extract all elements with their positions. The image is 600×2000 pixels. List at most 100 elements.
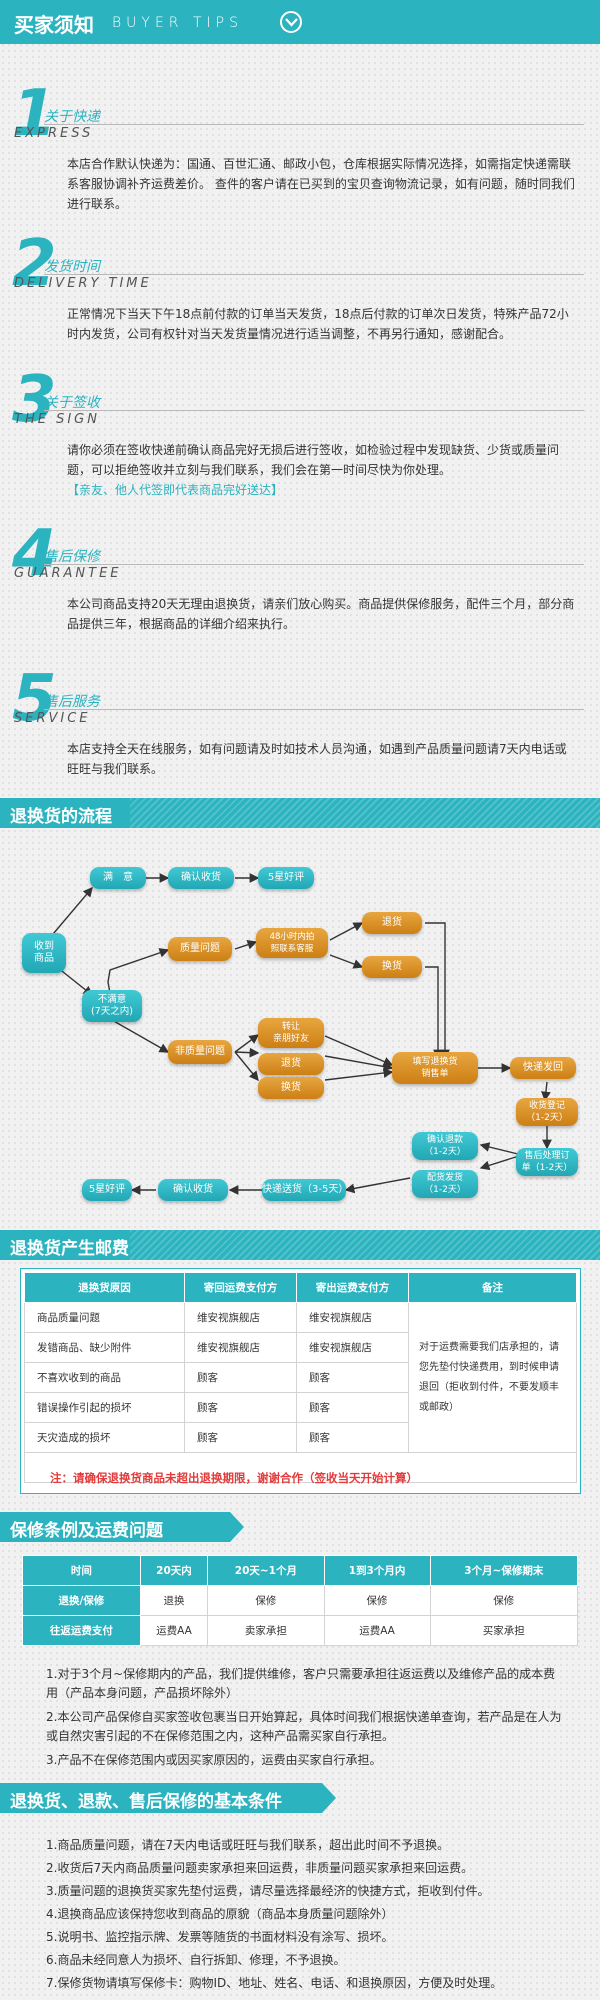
table-row: 退换/保修退换保修保修保修 bbox=[22, 1585, 579, 1616]
flow-node-exchange1: 换货 bbox=[362, 956, 422, 978]
flow-node-receive: 收到商品 bbox=[22, 933, 66, 973]
tip-divider bbox=[44, 410, 584, 411]
flow-node-after-sale: 售后处理订单（1-2天） bbox=[516, 1148, 578, 1176]
section-title: 退换货的流程 bbox=[10, 807, 112, 827]
condition-item: 2.收货后7天内商品质量问题卖家承担来回运费，非质量问题买家承担来回运费。 bbox=[46, 1861, 474, 1875]
table-cell: 顾客 bbox=[184, 1422, 297, 1453]
tip-english-title: THE SIGN bbox=[14, 412, 100, 427]
fee-header: 备注 bbox=[408, 1272, 577, 1303]
tip-body: 本公司商品支持20天无理由退换货，请亲们放心购买。商品提供保修服务，配件三个月，… bbox=[67, 594, 577, 634]
page-subtitle: BUYER TIPS bbox=[112, 15, 243, 31]
chevron-down-icon[interactable] bbox=[280, 11, 302, 33]
tip-body-text: 本公司商品支持20天无理由退换货，请亲们放心购买。商品提供保修服务，配件三个月，… bbox=[67, 597, 575, 631]
warranty-paragraph: 3.产品不在保修范围内或因买家原因的，运费由买家自行承担。 bbox=[46, 1753, 382, 1767]
fee-remark: 对于运费需要我们店承担的，请您先垫付快递费用，到时候申请退回（拒收到付件，不要发… bbox=[408, 1302, 577, 1453]
flow-node-confirm2: 确认收货 bbox=[158, 1179, 228, 1201]
flow-node-fill-form: 填写退换货销售单 bbox=[392, 1052, 478, 1084]
condition-item: 4.退换商品应该保持您收到商品的原貌（商品本身质量问题除外） bbox=[46, 1907, 394, 1921]
tip-title: 售后保修 bbox=[44, 549, 100, 565]
flow-node-unsatisfied: 不满意(7天之内) bbox=[82, 990, 142, 1022]
flow-node-receive-register: 收货登记（1-2天） bbox=[516, 1098, 578, 1126]
flow-node-confirm-refund: 确认退款（1-2天） bbox=[412, 1132, 478, 1160]
flow-node-return2: 退货 bbox=[258, 1053, 324, 1075]
table-cell: 退换 bbox=[139, 1585, 209, 1616]
table-cell: 不喜欢收到的商品 bbox=[24, 1362, 185, 1393]
flow-node-express-back: 快递发回 bbox=[510, 1057, 576, 1079]
tip-body-text: 请你必须在签收快递前确认商品完好无损后进行签收，如检验过程中发现缺货、少货或质量… bbox=[67, 443, 560, 477]
section-header-flow: 退换货的流程 bbox=[0, 798, 600, 828]
fee-header: 寄出运费支付方 bbox=[296, 1272, 409, 1303]
table-cell: 运费AA bbox=[139, 1615, 209, 1646]
condition-item: 5.说明书、监控指示牌、发票等随货的书面材料没有涂写、损坏。 bbox=[46, 1930, 394, 1944]
flow-node-exchange2: 换货 bbox=[258, 1077, 324, 1099]
section-header-warranty: 保修条例及运费问题 bbox=[0, 1512, 230, 1542]
condition-item: 3.质量问题的退换货买家先垫付运费，请尽量选择最经济的快捷方式，拒收到付件。 bbox=[46, 1884, 490, 1898]
footer-row bbox=[24, 1452, 577, 1483]
flow-node-satisfied: 满 意 bbox=[90, 867, 146, 889]
table-cell: 天灾造成的损坏 bbox=[24, 1422, 185, 1453]
table-header: 3个月~保修期末 bbox=[429, 1555, 579, 1586]
tip-body: 本店合作默认快递为：国通、百世汇通、邮政小包，仓库根据实际情况选择，如需指定快递… bbox=[67, 154, 577, 214]
flow-node-transfer: 转让亲朋好友 bbox=[258, 1018, 324, 1048]
condition-item: 1.商品质量问题，请在7天内电话或旺旺与我们联系，超出此时间不予退换。 bbox=[46, 1838, 450, 1852]
page-title: 买家须知 bbox=[14, 13, 94, 37]
tip-divider bbox=[44, 564, 584, 565]
tip-divider bbox=[44, 274, 584, 275]
section-tail bbox=[230, 1512, 244, 1542]
table-cell: 顾客 bbox=[184, 1392, 297, 1423]
table-cell: 保修 bbox=[323, 1585, 431, 1616]
table-cell: 维安视旗舰店 bbox=[296, 1302, 409, 1333]
flow-node-dispatch: 配货发货（1-2天） bbox=[412, 1170, 478, 1198]
tip-title: 关于签收 bbox=[44, 395, 100, 411]
fee-header: 寄回运费支付方 bbox=[184, 1272, 297, 1303]
table-header: 1到3个月内 bbox=[323, 1555, 431, 1586]
tip-title: 发货时间 bbox=[44, 259, 100, 275]
table-cell: 往返运费支付 bbox=[22, 1615, 141, 1646]
flow-node-five-star2: 5星好评 bbox=[82, 1179, 132, 1201]
tip-number: 4 bbox=[12, 517, 57, 591]
table-header: 20天~1个月 bbox=[207, 1555, 325, 1586]
fee-footer-note: 注：请确保退换货商品未超出退换期限，谢谢合作（签收当天开始计算） bbox=[50, 1471, 418, 1485]
tip-english-title: SERVICE bbox=[14, 711, 91, 726]
tip-body: 正常情况下当天下午18点前付款的订单当天发货，18点后付款的订单次日发货，特殊产… bbox=[67, 304, 577, 344]
condition-item: 7.保修货物请填写保修卡：购物ID、地址、姓名、电话、和退换原因，方便及时处理。 bbox=[46, 1976, 503, 1990]
warranty-paragraph: 1.对于3个月~保修期内的产品，我们提供维修，客户只需要承担往返运费以及维修产品… bbox=[46, 1667, 556, 1700]
tip-divider bbox=[44, 709, 584, 710]
flow-node-confirm: 确认收货 bbox=[168, 867, 234, 889]
table-cell: 保修 bbox=[207, 1585, 325, 1616]
tip-english-title: EXPRESS bbox=[14, 126, 94, 141]
fee-table: 退换货原因 寄回运费支付方 寄出运费支付方 备注 商品质量问题维安视旗舰店维安视… bbox=[24, 1272, 577, 1483]
tip-body-text: 本店支持全天在线服务，如有问题请及时如技术人员沟通，如遇到产品质量问题请7天内电… bbox=[67, 742, 567, 776]
table-cell: 买家承担 bbox=[429, 1615, 579, 1646]
table-cell: 维安视旗舰店 bbox=[296, 1332, 409, 1363]
tip-english-title: DELIVERY TIME bbox=[14, 276, 152, 291]
table-cell: 商品质量问题 bbox=[24, 1302, 185, 1333]
table-cell: 顾客 bbox=[184, 1362, 297, 1393]
table-header: 20天内 bbox=[139, 1555, 209, 1586]
tip-english-title: GUARANTEE bbox=[14, 566, 122, 581]
table-cell: 错误操作引起的损坏 bbox=[24, 1392, 185, 1423]
section-title: 保修条例及运费问题 bbox=[10, 1521, 163, 1541]
table-row: 天灾造成的损坏顾客顾客 bbox=[24, 1422, 577, 1453]
return-flowchart: 收到商品 满 意 确认收货 5星好评 不满意(7天之内) 质量问题 48小时内拍… bbox=[0, 830, 600, 1230]
table-row: 发错商品、缺少附件维安视旗舰店维安视旗舰店 bbox=[24, 1332, 577, 1363]
table-row: 不喜欢收到的商品顾客顾客 bbox=[24, 1362, 577, 1393]
tip-body: 请你必须在签收快递前确认商品完好无损后进行签收，如检验过程中发现缺货、少货或质量… bbox=[67, 440, 577, 500]
warranty-paragraph: 2.本公司产品保修自买家签收包裹当日开始算起，具体时间我们根据快递单查询，若产品… bbox=[46, 1710, 562, 1743]
tip-body-text: 正常情况下当天下午18点前付款的订单当天发货，18点后付款的订单次日发货，特殊产… bbox=[67, 307, 569, 341]
flow-node-five-star: 5星好评 bbox=[258, 867, 314, 889]
section-header-fees: 退换货产生邮费 bbox=[0, 1230, 600, 1260]
section-title: 退换货、退款、售后保修的基本条件 bbox=[10, 1792, 282, 1812]
tip-number: 3 bbox=[12, 363, 57, 437]
section-header-conditions: 退换货、退款、售后保修的基本条件 bbox=[0, 1783, 322, 1813]
tip-body: 本店支持全天在线服务，如有问题请及时如技术人员沟通，如遇到产品质量问题请7天内电… bbox=[67, 739, 577, 779]
tip-title: 关于快递 bbox=[44, 109, 100, 125]
tip-number: 1 bbox=[12, 77, 57, 151]
flow-arrows bbox=[47, 873, 552, 1195]
section-tail bbox=[322, 1783, 336, 1813]
fee-header: 退换货原因 bbox=[24, 1272, 185, 1303]
tip-body-text: 本店合作默认快递为：国通、百世汇通、邮政小包，仓库根据实际情况选择，如需指定快递… bbox=[67, 157, 575, 211]
table-header: 时间 bbox=[22, 1555, 141, 1586]
